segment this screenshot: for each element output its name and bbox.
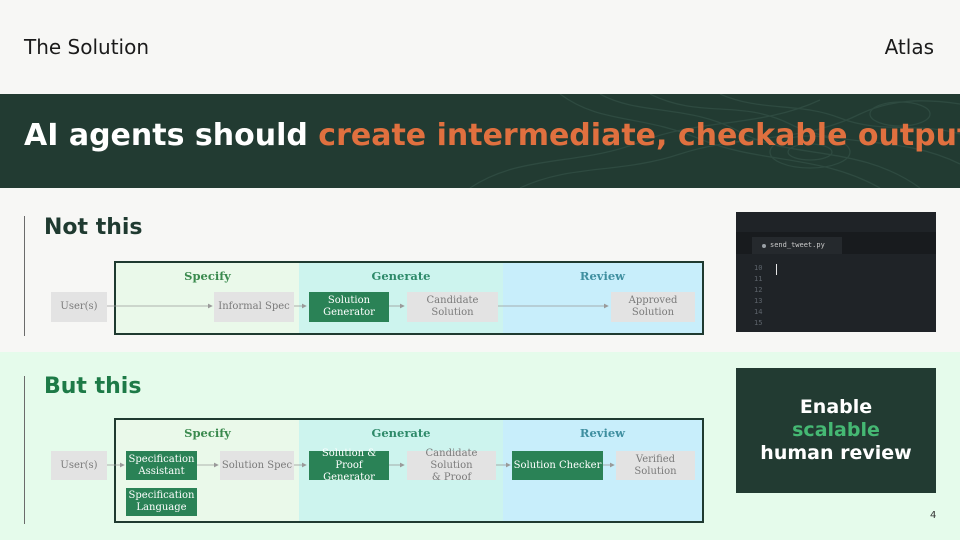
cta-line-1: Enable — [799, 396, 873, 418]
not-this-label: Not this — [44, 215, 143, 240]
slide-headline: AI agents should create intermediate, ch… — [24, 118, 960, 153]
node-verified-solution: Verified Solution — [616, 451, 695, 480]
node-solution-proof-generator: Solution & Proof Generator — [309, 448, 389, 483]
node-candidate-solution: Candidate Solution — [407, 292, 498, 322]
line-number: 14 — [754, 308, 763, 316]
zone-title-generate: Generate — [371, 269, 431, 283]
cta-line-2: scalable — [792, 419, 880, 441]
line-number: 10 — [754, 264, 763, 272]
section-divider-line — [24, 376, 25, 524]
section-title: The Solution — [24, 35, 150, 59]
editor-tab[interactable]: send_tweet.py — [752, 237, 842, 254]
zone-title-review: Review — [579, 269, 626, 283]
zone-title-specify: Specify — [184, 426, 231, 440]
code-editor-panel: send_tweet.py 10 11 12 13 14 15 — [736, 212, 936, 332]
cta-line-3: human review — [760, 442, 912, 464]
node-users: User(s) — [51, 451, 107, 480]
line-number: 12 — [754, 286, 763, 294]
node-specification-language: Specification Language — [126, 488, 197, 516]
headline-highlight: create intermediate, checkable outputs — [318, 118, 960, 153]
zone-title-generate: Generate — [371, 426, 431, 440]
but-this-label: But this — [44, 374, 142, 399]
node-specification-assistant: Specification Assistant — [126, 451, 197, 480]
page-number: 4 — [930, 510, 937, 521]
editor-tab-label: send_tweet.py — [770, 241, 825, 249]
node-users: User(s) — [51, 292, 107, 322]
headline-plain: AI agents should — [24, 118, 319, 153]
node-approved-solution: Approved Solution — [611, 292, 695, 322]
line-number: 11 — [754, 275, 763, 283]
node-informal-spec: Informal Spec — [214, 292, 294, 322]
line-number: 13 — [754, 297, 763, 305]
zone-title-review: Review — [579, 426, 626, 440]
node-solution-checker: Solution Checker — [512, 451, 603, 480]
section-divider-line — [24, 216, 25, 336]
node-solution-spec: Solution Spec — [220, 451, 294, 480]
line-number-gutter: 10 11 12 13 14 15 — [754, 263, 762, 329]
brand-name: Atlas — [884, 35, 934, 59]
text-cursor — [776, 264, 777, 275]
title-banner: AI agents should create intermediate, ch… — [0, 94, 960, 188]
node-solution-generator: Solution Generator — [309, 292, 389, 322]
contour-pattern — [469, 94, 960, 188]
node-candidate-solution-proof: Candidate Solution & Proof — [407, 448, 496, 483]
cta-panel: Enable scalable human review — [736, 368, 936, 493]
zone-title-specify: Specify — [184, 269, 231, 283]
line-number: 15 — [754, 319, 763, 327]
file-dot-icon — [762, 244, 766, 248]
